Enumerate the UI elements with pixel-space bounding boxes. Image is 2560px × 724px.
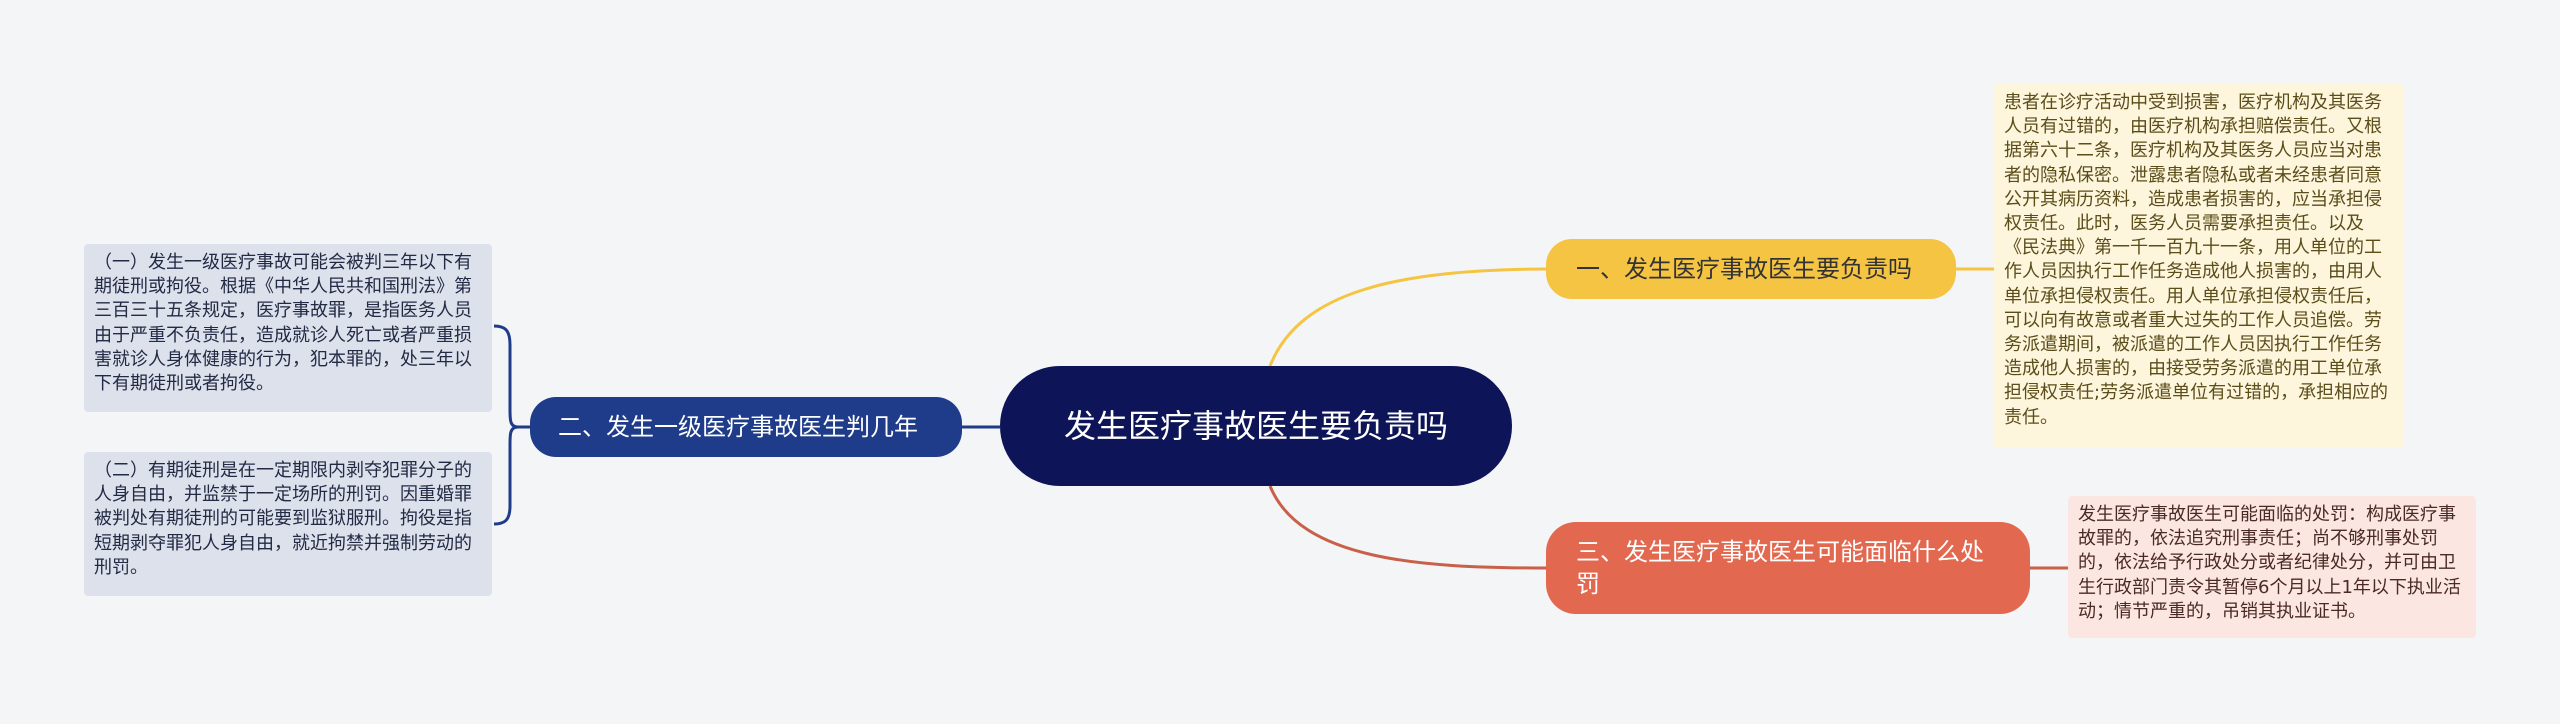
detail-doctor-responsibility: 患者在诊疗活动中受到损害，医疗机构及其医务人员有过错的，由医疗机构承担赔偿责任。… bbox=[1994, 84, 2404, 448]
branch-label: 二、发生一级医疗事故医生判几年 bbox=[558, 413, 918, 441]
detail-text: （二）有期徒刑是在一定期限内剥夺犯罪分子的人身自由，并监禁于一定场所的刑罚。因重… bbox=[94, 460, 472, 578]
branch-first-degree-sentence[interactable]: 二、发生一级医疗事故医生判几年 bbox=[530, 397, 962, 457]
detail-possible-penalties: 发生医疗事故医生可能面临的处罚：构成医疗事故罪的，依法追究刑事责任；尚不够刑事处… bbox=[2068, 496, 2476, 638]
branch-doctor-responsibility[interactable]: 一、发生医疗事故医生要负责吗 bbox=[1546, 239, 1956, 299]
branch-label: 三、发生医疗事故医生可能面临什么处罚 bbox=[1576, 538, 1984, 598]
branch-possible-penalties[interactable]: 三、发生医疗事故医生可能面临什么处罚 bbox=[1546, 522, 2030, 614]
detail-text: 患者在诊疗活动中受到损害，医疗机构及其医务人员有过错的，由医疗机构承担赔偿责任。… bbox=[2004, 92, 2389, 428]
detail-text: （一）发生一级医疗事故可能会被判三年以下有期徒刑或拘役。根据《中华人民共和国刑法… bbox=[94, 252, 472, 395]
connector-branch2-bracket bbox=[493, 324, 530, 526]
root-topic[interactable]: 发生医疗事故医生要负责吗 bbox=[1000, 366, 1512, 486]
connector-root-branch3 bbox=[1268, 485, 1547, 570]
detail-first-degree-sentence-1: （一）发生一级医疗事故可能会被判三年以下有期徒刑或拘役。根据《中华人民共和国刑法… bbox=[84, 244, 492, 412]
detail-first-degree-sentence-2: （二）有期徒刑是在一定期限内剥夺犯罪分子的人身自由，并监禁于一定场所的刑罚。因重… bbox=[84, 452, 492, 596]
branch-label: 一、发生医疗事故医生要负责吗 bbox=[1576, 255, 1912, 283]
connector-root-branch1 bbox=[1268, 267, 1547, 367]
root-topic-label: 发生医疗事故医生要负责吗 bbox=[1063, 407, 1448, 445]
detail-text: 发生医疗事故医生可能面临的处罚：构成医疗事故罪的，依法追究刑事责任；尚不够刑事处… bbox=[2078, 504, 2461, 622]
